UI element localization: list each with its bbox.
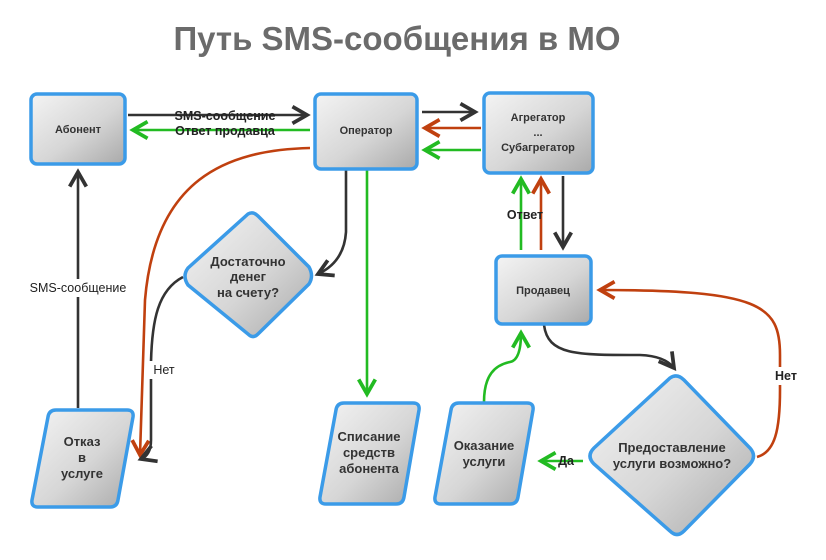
node-debit-label-1: Списание: [338, 429, 401, 444]
edge-label-no-right: Нет: [775, 369, 797, 383]
node-service-rendering[interactable]: Оказание услуги: [433, 401, 535, 506]
node-debit-label-2: средств: [343, 445, 395, 460]
node-operator-label: Оператор: [340, 125, 393, 137]
edge-service-possible-to-seller: [596, 280, 782, 459]
node-debit[interactable]: Списание средств абонента: [318, 401, 421, 506]
node-aggregator-label-3: Субагрегатор: [501, 142, 575, 154]
node-seller-label: Продавец: [516, 285, 570, 297]
node-render-label-1: Оказание: [454, 438, 515, 453]
node-refusal-label-2: в: [78, 450, 86, 465]
node-refusal-label-1: Отказ: [64, 434, 101, 449]
diagram-title: Путь SMS-сообщения в МО: [173, 20, 620, 57]
edge-operator-to-refusal: [130, 146, 311, 459]
node-aggregator[interactable]: Агрегатор ... Субагрегатор: [482, 91, 595, 175]
node-enough-money-label-2: денег: [230, 269, 267, 284]
node-service-possible-label-2: услуги возможно?: [613, 456, 731, 471]
edge-label-reply: Ответ: [507, 208, 543, 222]
node-render-label-2: услуги: [463, 454, 506, 469]
edge-label-no-left: Нет: [153, 363, 175, 377]
node-aggregator-label-2: ...: [533, 127, 542, 139]
edge-render-to-seller: [482, 329, 531, 403]
edge-label-sms-left-bg: [18, 279, 138, 297]
edge-label-no-right-bg: [770, 367, 802, 385]
node-enough-money-label-3: на счету?: [217, 285, 279, 300]
node-service-possible-label-1: Предоставление: [618, 440, 726, 455]
node-subscriber-label: Абонент: [55, 124, 102, 136]
edge-label-sms-message-left: SMS-сообщение: [30, 281, 127, 295]
node-service-possible-decision[interactable]: Предоставление услуги возможно?: [588, 374, 756, 537]
edge-seller-to-service-possible: [542, 324, 677, 372]
edge-operator-to-enough-money: [314, 170, 348, 278]
node-enough-money-label-1: Достаточно: [210, 254, 285, 269]
node-seller[interactable]: Продавец: [494, 254, 593, 326]
node-operator[interactable]: Оператор: [313, 92, 419, 171]
node-enough-money-decision[interactable]: Достаточно денег на счету?: [183, 211, 314, 339]
node-aggregator-label-1: Агрегатор: [511, 112, 566, 124]
edge-label-seller-reply: Ответ продавца: [175, 124, 276, 138]
edge-label-yes: Да: [558, 454, 575, 468]
node-refusal-label-3: услуге: [61, 466, 103, 481]
node-subscriber[interactable]: Абонент: [29, 92, 127, 166]
node-service-refusal[interactable]: Отказ в услуге: [30, 408, 135, 509]
edge-label-no-left-bg: [146, 361, 182, 379]
node-debit-label-3: абонента: [339, 461, 400, 476]
edge-label-sms-message: SMS-сообщение: [175, 109, 276, 123]
